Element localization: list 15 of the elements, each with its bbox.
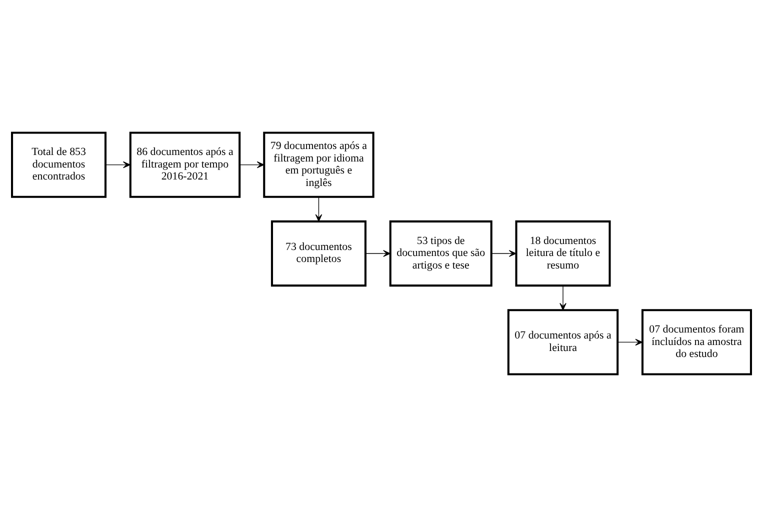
arrow — [105, 160, 130, 168]
node-box: 79 documentos após a filtragem por idioma em português e inglês — [263, 131, 374, 198]
arrow — [560, 284, 566, 310]
arrow — [239, 160, 264, 168]
node-box: 53 tipos de documentos que são artigos e tese — [389, 220, 492, 286]
arrow — [315, 196, 322, 222]
node-box: 07 documentos após a leitura — [507, 308, 619, 375]
node-box: 73 documentos completos — [270, 220, 366, 286]
node-box: 07 documentos foram íncluídos na amostra do estudo — [641, 308, 752, 375]
arrow — [491, 250, 516, 256]
node-box: Total de 853 documentos encontrados — [11, 131, 107, 198]
node-box: 18 documentos leitura de título e resumo — [515, 220, 611, 286]
arrow — [365, 250, 391, 256]
arrow — [617, 338, 643, 346]
node-box: 86 documentos após a filtragem por tempo 2016-2021 — [129, 131, 241, 198]
